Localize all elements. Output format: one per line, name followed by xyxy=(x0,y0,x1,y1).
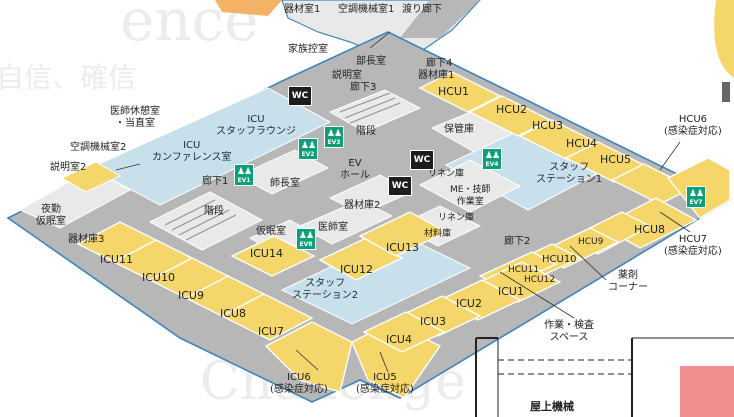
label-zairyo: 材料庫 xyxy=(424,229,452,239)
label-kizaiko-3: 器材庫3 xyxy=(68,234,105,245)
staff-block-upper xyxy=(88,87,332,206)
room-hcu3: HCU3 xyxy=(532,119,564,132)
room-icu12: ICU12 xyxy=(340,263,373,276)
setsumei2-room xyxy=(60,161,122,193)
people-icon: ♟♟ xyxy=(298,231,314,241)
room-hcu12: HCU12 xyxy=(524,275,556,285)
people-icon: ♟♟ xyxy=(236,167,252,177)
label-rouka-3: 廊下3 xyxy=(350,82,377,93)
elevator-icon-ev4: ♟♟EV4 xyxy=(482,148,502,170)
ev-label: EV3 xyxy=(327,139,341,146)
room-icu11: ICU11 xyxy=(100,253,133,266)
ev-label: EV1 xyxy=(237,177,251,184)
label-shicho: 師長室 xyxy=(270,178,300,189)
room-icu1: ICU1 xyxy=(498,285,524,298)
label-kizaiko-1: 器材庫1 xyxy=(418,70,455,81)
room-icu2: ICU2 xyxy=(456,297,482,310)
label-watari: 渡り廊下 xyxy=(402,4,442,15)
stair-lines xyxy=(164,92,401,241)
label-yakuzai: 薬剤 コーナー xyxy=(608,270,648,293)
label-staff-station-2: スタッフ ステーション2 xyxy=(292,278,359,301)
room-icu4: ICU4 xyxy=(386,333,412,346)
label-rouka-2: 廊下2 xyxy=(504,236,531,247)
people-icon: ♟♟ xyxy=(326,129,342,139)
elevator-icon-ev1: ♟♟EV1 xyxy=(234,164,254,186)
room-hcu5: HCU5 xyxy=(600,153,632,166)
label-staff-station-1: スタッフ ステーション1 xyxy=(536,162,603,185)
label-icu6: ICU6 (感染症対応) xyxy=(270,372,328,395)
label-kaidan-2: 階段 xyxy=(204,206,224,217)
elevator-icon-ev7: ♟♟EV7 xyxy=(686,186,706,208)
label-ishi-kyukei: 医師休憩室 ・当直室 xyxy=(110,106,160,129)
label-icu5: ICU5 (感染症対応) xyxy=(356,372,414,395)
room-hcu10: HCU10 xyxy=(542,254,577,265)
bridge-orange xyxy=(215,0,282,16)
label-kamin: 仮眠室 xyxy=(256,226,286,237)
leader-lines xyxy=(115,31,691,373)
label-icu-conf: ICU カンファレンス室 xyxy=(152,140,232,163)
wc-marker-1: WC xyxy=(288,86,312,106)
room-hcu8: HCU8 xyxy=(634,223,666,236)
wc-marker-2: WC xyxy=(410,150,434,170)
shicho-room xyxy=(236,149,330,195)
label-setsumei-1: 説明室 xyxy=(332,70,362,81)
label-kizaishitsu-1: 器材室1 xyxy=(284,4,321,15)
roof-inset xyxy=(475,337,734,417)
room-icu7: ICU7 xyxy=(258,325,284,338)
label-ev-hall: EV ホール xyxy=(340,158,370,181)
label-riren-1: リネン庫 xyxy=(428,169,465,179)
watari-corridor xyxy=(400,0,480,38)
people-icon: ♟♟ xyxy=(300,141,316,151)
label-rouka-4: 廊下4 xyxy=(426,58,453,69)
label-rouka-1: 廊下1 xyxy=(202,176,229,187)
label-hcu6: HCU6 (感染症対応) xyxy=(664,114,722,137)
room-hcu2: HCU2 xyxy=(496,103,528,116)
label-setsumei-2: 説明室2 xyxy=(50,162,87,173)
room-icu3: ICU3 xyxy=(420,315,446,328)
label-me-room: ME・技師 作業室 xyxy=(450,185,491,207)
elevator-icon-ev3: ♟♟EV3 xyxy=(324,126,344,148)
label-roof-machinery: 屋上機械 xyxy=(530,400,574,413)
room-hcu4: HCU4 xyxy=(566,137,598,150)
elevator-icon-ev8: ♟♟EV8 xyxy=(296,228,316,250)
ev-label: EV8 xyxy=(299,241,313,248)
label-hokanko: 保管庫 xyxy=(444,124,474,135)
ev-label: EV7 xyxy=(689,199,703,206)
room-hcu9: HCU9 xyxy=(578,237,604,247)
room-icu14: ICU14 xyxy=(250,247,283,260)
label-kizaiko-2: 器材庫2 xyxy=(344,200,381,211)
label-ishi-room: 医師室 xyxy=(318,222,348,233)
label-kucho-2: 空調機械室2 xyxy=(70,142,127,153)
room-hcu1: HCU1 xyxy=(438,85,470,98)
ev-label: EV4 xyxy=(485,161,499,168)
label-buchou: 部長室 xyxy=(356,56,386,67)
label-hcu7: HCU7 (感染症対応) xyxy=(664,234,722,257)
label-sagyo: 作業・検査 スペース xyxy=(544,320,594,343)
label-kucho-1: 空調機械室1 xyxy=(338,4,395,15)
decor-gray-bar xyxy=(722,82,730,102)
wc-marker-3: WC xyxy=(388,176,412,196)
people-icon: ♟♟ xyxy=(688,189,704,199)
icu-row xyxy=(76,211,562,399)
room-icu13: ICU13 xyxy=(386,241,419,254)
ev-label: EV2 xyxy=(301,151,315,158)
decor-yellow-arc xyxy=(714,0,734,78)
people-icon: ♟♟ xyxy=(484,151,500,161)
room-hcu11: HCU11 xyxy=(508,265,540,275)
label-riren-2: リネン庫 xyxy=(438,213,475,223)
label-kazoku: 家族控室 xyxy=(288,44,328,55)
room-icu8: ICU8 xyxy=(220,307,246,320)
label-kaidan-1: 階段 xyxy=(356,126,376,137)
ishi-room xyxy=(298,199,394,245)
elevator-icon-ev2: ♟♟EV2 xyxy=(298,138,318,160)
room-icu9: ICU9 xyxy=(178,289,204,302)
label-icu-lounge: ICU スタッフラウンジ xyxy=(216,114,296,137)
label-yakin: 夜勤 仮眠室 xyxy=(36,204,66,227)
me-room xyxy=(418,159,522,213)
room-icu10: ICU10 xyxy=(142,271,175,284)
